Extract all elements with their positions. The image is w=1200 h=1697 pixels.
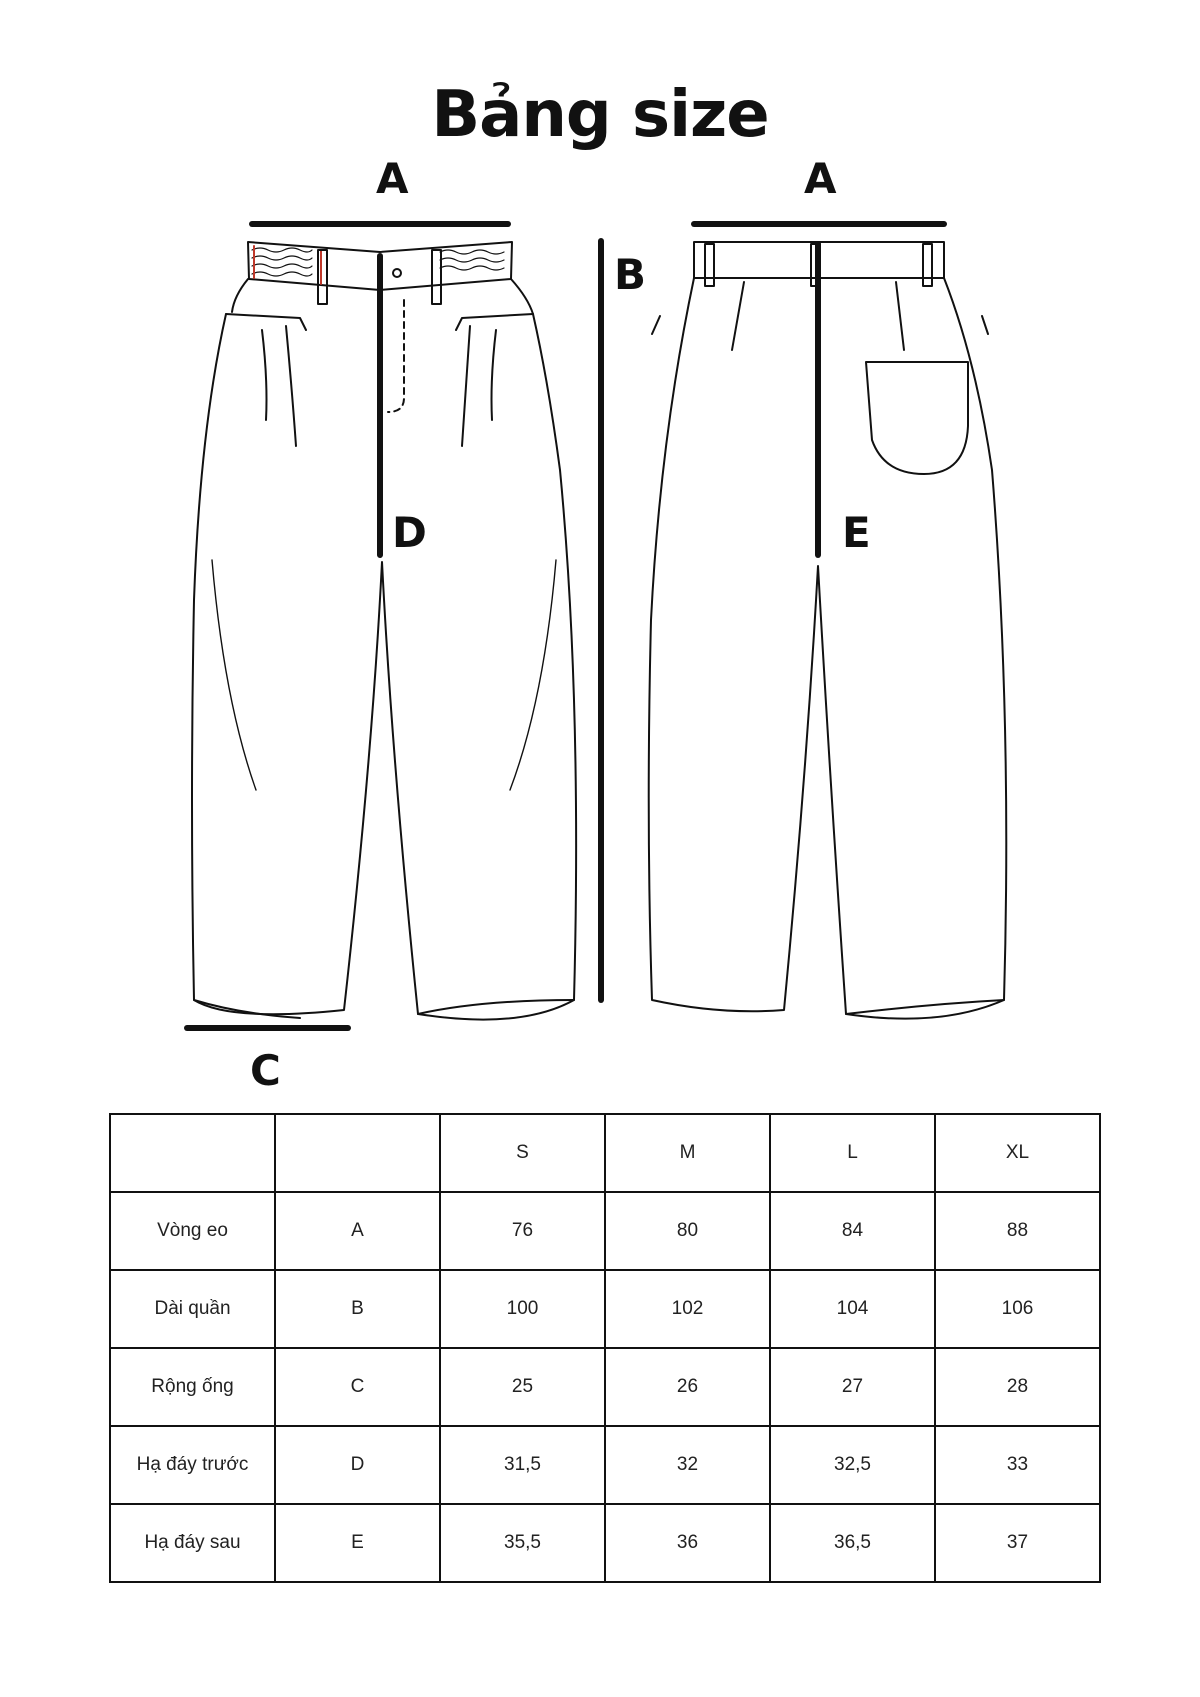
- size-value: 80: [604, 1191, 771, 1271]
- size-value: 36,5: [769, 1503, 936, 1583]
- size-value: 31,5: [439, 1425, 606, 1505]
- waistband-accent-stripe: [253, 245, 322, 285]
- table-row: Vòng eo A 76 80 84 88: [109, 1191, 1101, 1271]
- label-length: B: [614, 250, 647, 299]
- elastic-texture: [251, 247, 505, 277]
- table-header-cell: S: [439, 1113, 606, 1193]
- table-row: Hạ đáy trước D 31,5 32 32,5 33: [109, 1425, 1101, 1505]
- belt-loop: [431, 249, 442, 305]
- measurement-name: Hạ đáy sau: [109, 1503, 276, 1583]
- size-value: 27: [769, 1347, 936, 1427]
- size-value: 32: [604, 1425, 771, 1505]
- table-header-cell: [109, 1113, 276, 1193]
- label-front-rise: D: [392, 508, 427, 557]
- size-value: 100: [439, 1269, 606, 1349]
- size-value: 84: [769, 1191, 936, 1271]
- size-value: 106: [934, 1269, 1101, 1349]
- waist-button: [392, 268, 402, 278]
- table-row: Hạ đáy sau E 35,5 36 36,5 37: [109, 1503, 1101, 1583]
- measurement-code: C: [274, 1347, 441, 1427]
- table-header-cell: L: [769, 1113, 936, 1193]
- measurement-name: Vòng eo: [109, 1191, 276, 1271]
- fly-stitch: [387, 299, 405, 413]
- table-row: Rộng ống C 25 26 27 28: [109, 1347, 1101, 1427]
- belt-loop: [317, 249, 328, 305]
- label-hem: C: [250, 1046, 281, 1095]
- table-header-row: S M L XL: [109, 1113, 1101, 1193]
- size-value: 88: [934, 1191, 1101, 1271]
- size-value: 37: [934, 1503, 1101, 1583]
- belt-loop: [704, 243, 715, 287]
- size-value: 26: [604, 1347, 771, 1427]
- front-outline: [191, 313, 578, 1021]
- table-row: Dài quần B 100 102 104 106: [109, 1269, 1101, 1349]
- pants-technical-drawing: [184, 221, 1008, 1031]
- size-table: S M L XL Vòng eo A 76 80 84 88 Dài quần …: [109, 1113, 1101, 1583]
- front-view: [191, 241, 578, 1021]
- measurement-code: A: [274, 1191, 441, 1271]
- table-header-cell: [274, 1113, 441, 1193]
- size-value: 35,5: [439, 1503, 606, 1583]
- measurement-code: E: [274, 1503, 441, 1583]
- size-value: 102: [604, 1269, 771, 1349]
- size-value: 104: [769, 1269, 936, 1349]
- table-header-cell: XL: [934, 1113, 1101, 1193]
- label-back-waist: A: [804, 154, 837, 203]
- size-value: 76: [439, 1191, 606, 1271]
- size-value: 28: [934, 1347, 1101, 1427]
- measurement-name: Rộng ống: [109, 1347, 276, 1427]
- label-front-waist: A: [376, 154, 409, 203]
- table-header-cell: M: [604, 1113, 771, 1193]
- back-pocket: [865, 361, 969, 475]
- back-view: [647, 241, 1008, 1020]
- measurement-code: B: [274, 1269, 441, 1349]
- belt-loop: [922, 243, 933, 287]
- size-value: 25: [439, 1347, 606, 1427]
- size-value: 33: [934, 1425, 1101, 1505]
- label-back-rise: E: [842, 508, 871, 557]
- size-value: 36: [604, 1503, 771, 1583]
- back-outline: [647, 277, 1008, 1020]
- measurement-name: Dài quần: [109, 1269, 276, 1349]
- size-value: 32,5: [769, 1425, 936, 1505]
- measurement-code: D: [274, 1425, 441, 1505]
- page-title: Bảng size: [431, 78, 769, 152]
- measurement-name: Hạ đáy trước: [109, 1425, 276, 1505]
